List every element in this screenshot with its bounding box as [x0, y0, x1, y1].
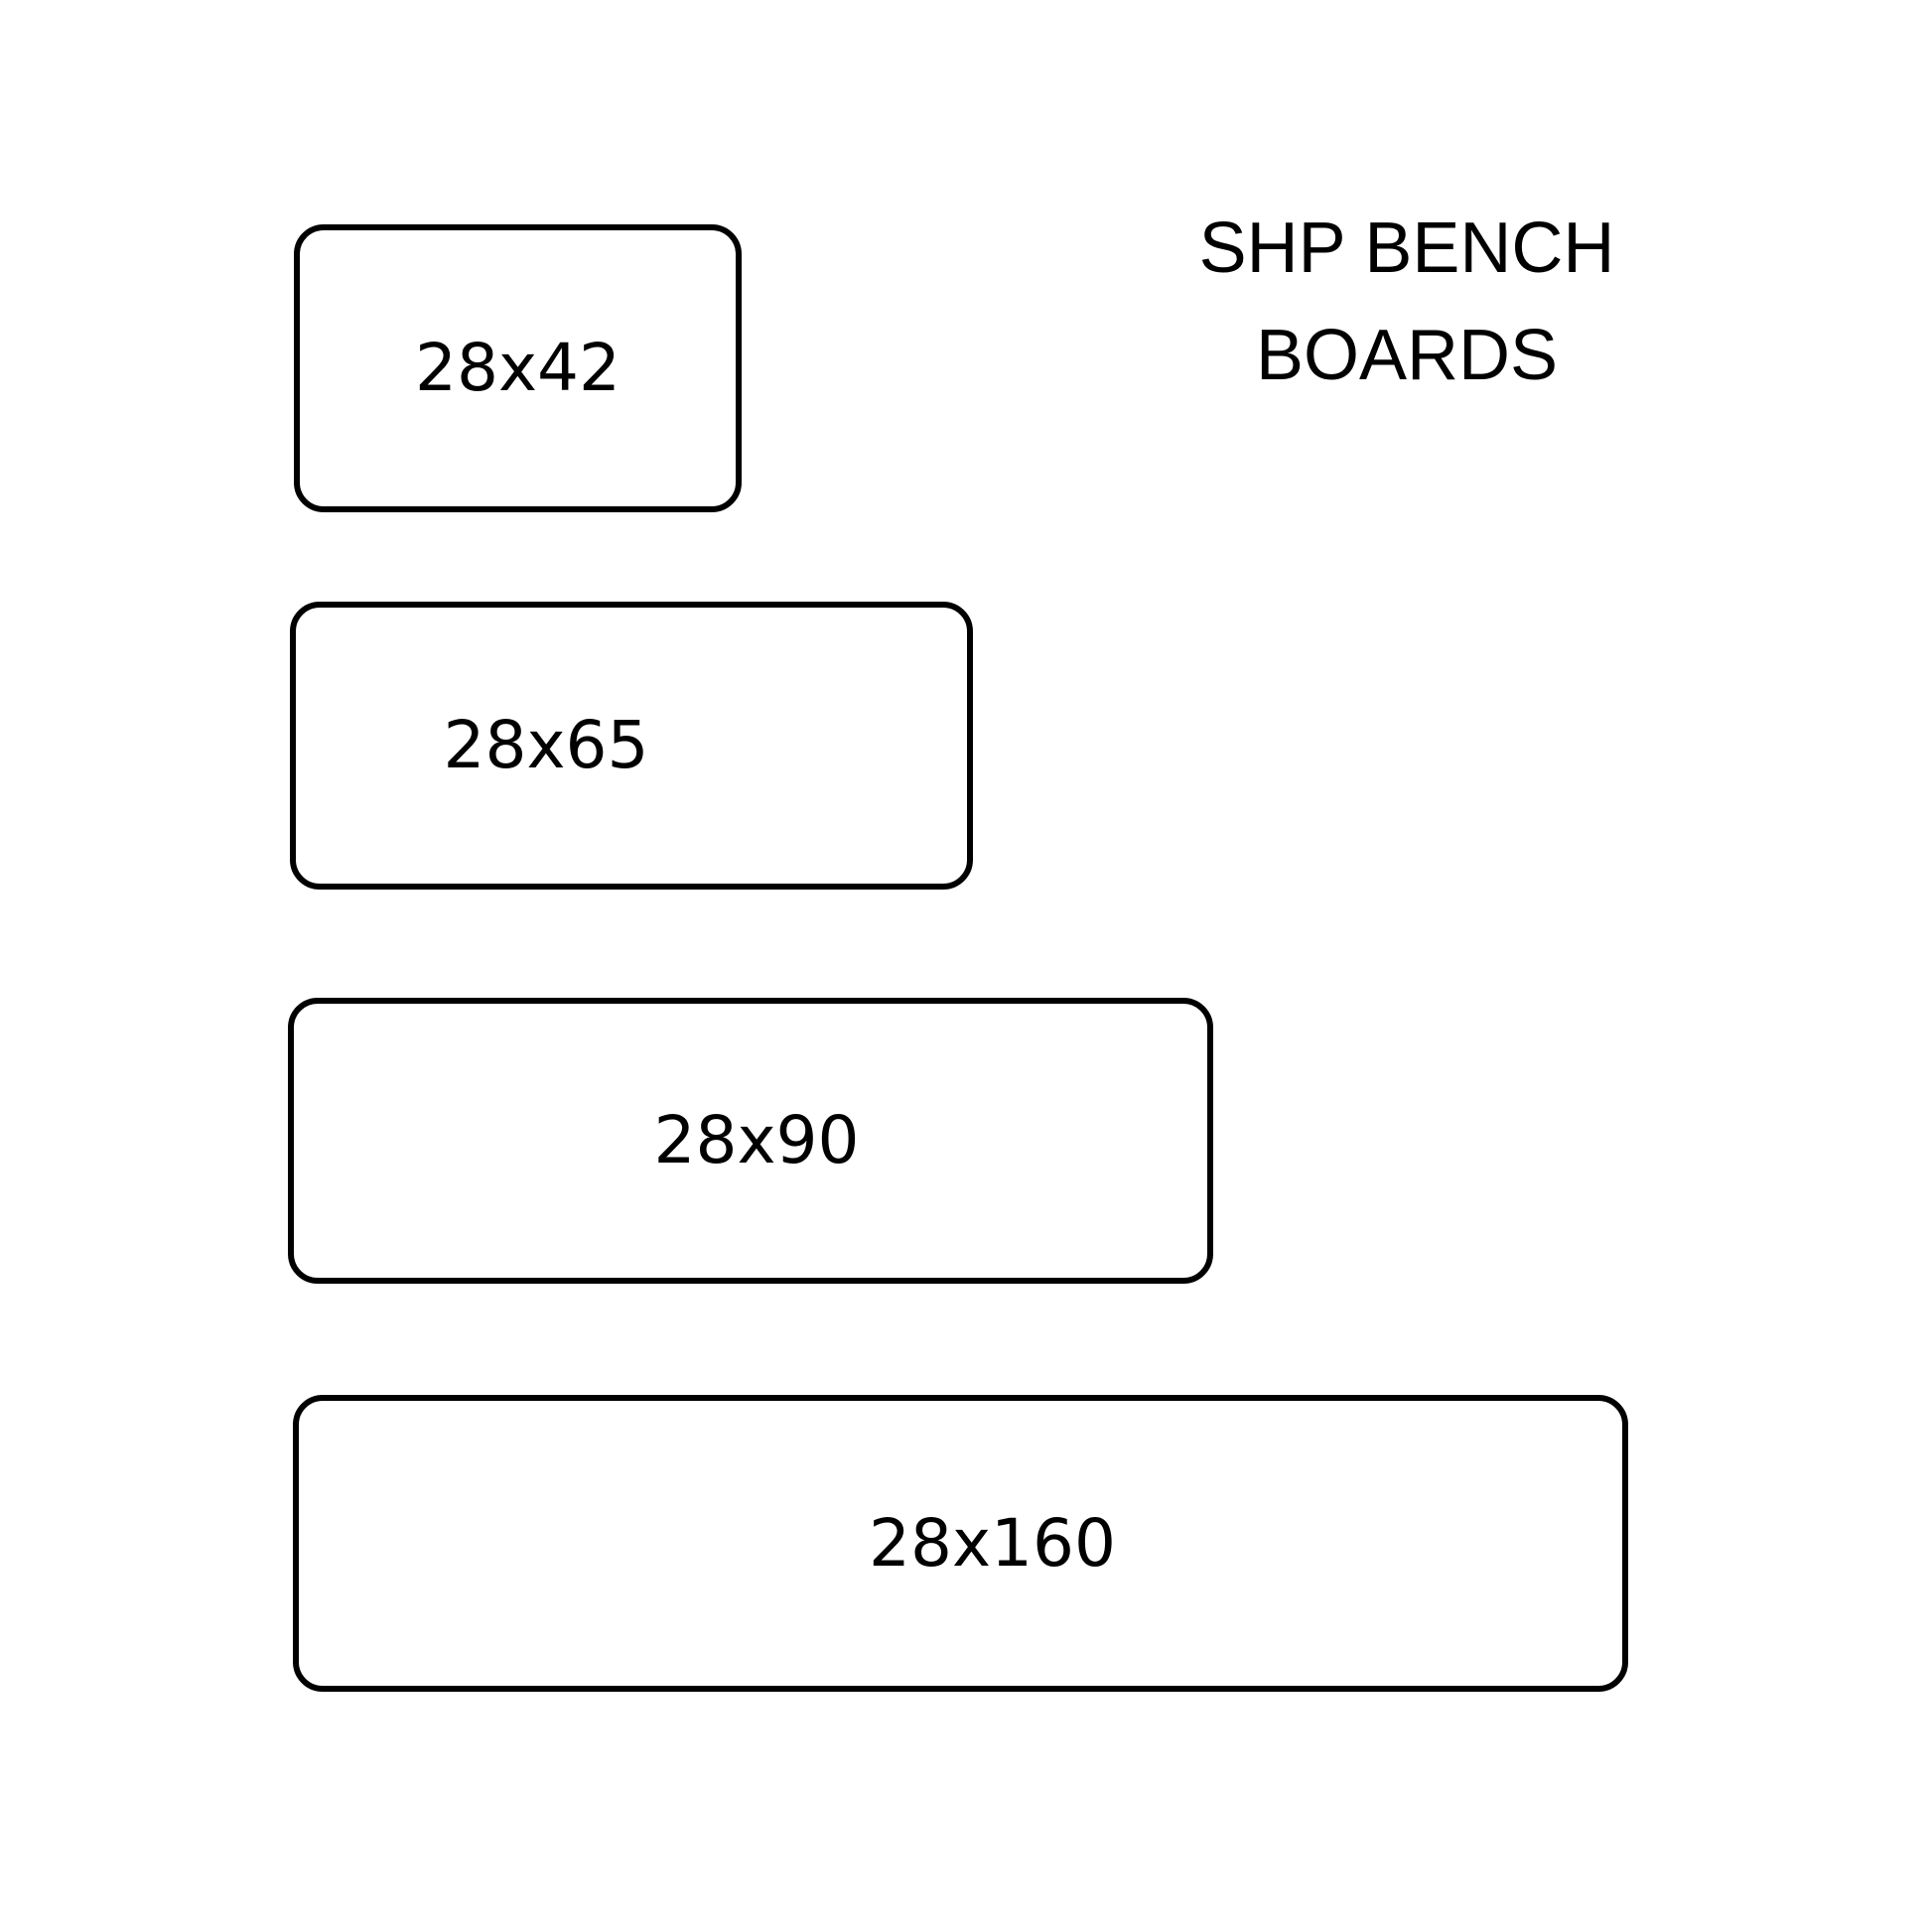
- page-title-line-2: BOARDS: [1255, 316, 1559, 395]
- board-label: 28x160: [868, 1504, 1116, 1582]
- board-label: 28x42: [414, 330, 621, 406]
- board-shape-28x42: 28x42: [294, 224, 742, 512]
- board-label: 28x65: [443, 707, 649, 783]
- page-title-line-1: SHP BENCH: [1198, 208, 1615, 288]
- board-shape-28x65: 28x65: [290, 602, 973, 890]
- board-shape-28x160: 28x160: [293, 1395, 1628, 1692]
- board-label: 28x90: [653, 1102, 860, 1178]
- board-shape-28x90: 28x90: [288, 998, 1213, 1284]
- page-title: SHP BENCH BOARDS: [1085, 195, 1728, 409]
